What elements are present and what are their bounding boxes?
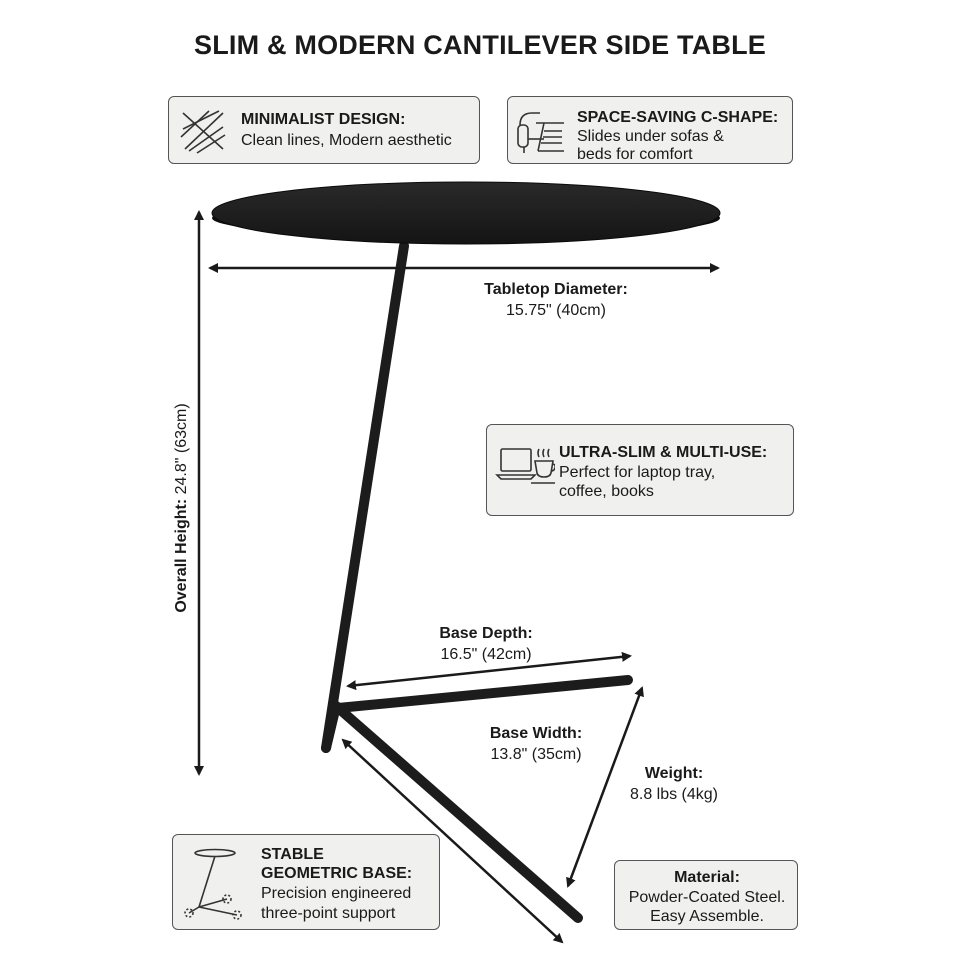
sofa-table-icon (517, 112, 564, 153)
material-desc-line-1: Powder-Coated Steel. (628, 889, 786, 906)
weight-label: Weight: 8.8 lbs (4kg) (594, 763, 754, 805)
base-width-arrow (341, 738, 564, 944)
dimension-value: 8.8 lbs (4kg) (629, 786, 719, 803)
feature-title: SPACE-SAVING C-SHAPE: (577, 109, 779, 126)
feature-desc: Clean lines, Modern aesthetic (241, 132, 452, 149)
base-depth-label: Base Depth: 16.5" (42cm) (396, 623, 576, 665)
feature-title: MINIMALIST DESIGN: (241, 111, 406, 128)
tabletop-diameter-label: Tabletop Diameter: 15.75" (40cm) (426, 279, 686, 321)
feature-title-line-1: STABLE (261, 846, 324, 863)
material-title: Material: (674, 869, 740, 886)
page-title: SLIM & MODERN CANTILEVER SIDE TABLE (193, 30, 766, 60)
table-stem (321, 241, 409, 753)
feature-desc-line-1: Slides under sofas & (577, 128, 724, 145)
dimension-title: Base Width: (489, 725, 583, 742)
dimension-title: Overall Height: (173, 498, 190, 613)
base-rear-rod (333, 675, 633, 713)
dimension-title: Tabletop Diameter: (484, 281, 628, 298)
feature-title-line-2: GEOMETRIC BASE: (261, 865, 413, 882)
dimension-value: 16.5" (42cm) (440, 646, 532, 663)
feature-desc-line-2: coffee, books (559, 483, 654, 500)
base-width-label: Base Width: 13.8" (35cm) (446, 723, 626, 765)
feature-minimalist-design: MINIMALIST DESIGN: Clean lines, Modern a… (168, 96, 480, 164)
base-depth-arrow (346, 651, 632, 691)
feature-material: Material: Powder-Coated Steel. Easy Asse… (614, 860, 798, 930)
weight-arrow (566, 686, 644, 888)
laptop-coffee-icon (495, 448, 555, 484)
material-desc-line-2: Easy Assemble. (650, 908, 764, 925)
feature-desc-line-1: Precision engineered (261, 885, 412, 902)
feature-ultra-slim: ULTRA-SLIM & MULTI-USE: Perfect for lapt… (486, 424, 794, 516)
tabletop (211, 181, 721, 245)
dimension-value: 15.75" (40cm) (506, 302, 606, 319)
feature-space-saving: SPACE-SAVING C-SHAPE: Slides under sofas… (507, 96, 793, 164)
feature-desc-line-2: beds for comfort (577, 146, 693, 163)
feature-desc-line-2: three-point support (261, 905, 396, 922)
table-base-icon (184, 848, 242, 920)
dimension-value: 24.8" (63cm) (173, 403, 190, 495)
dimension-value: 13.8" (35cm) (490, 746, 582, 763)
feature-stable-base: STABLE GEOMETRIC BASE: Precision enginee… (172, 834, 440, 930)
feature-desc-line-1: Perfect for laptop tray, (559, 464, 716, 481)
dimension-title: Weight: (644, 765, 704, 782)
crossed-lines-icon (180, 110, 226, 154)
dimension-title: Base Depth: (439, 625, 533, 642)
feature-title: ULTRA-SLIM & MULTI-USE: (559, 444, 768, 461)
